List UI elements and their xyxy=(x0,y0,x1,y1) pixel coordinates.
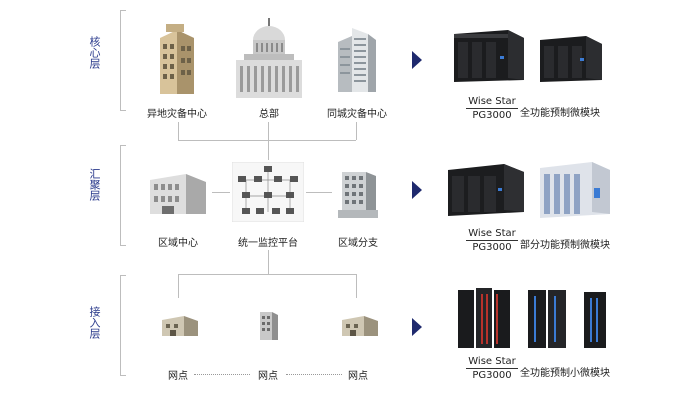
connector xyxy=(212,192,230,193)
node-outlet-3: 网点 xyxy=(348,371,368,382)
brand-name: Wise Star xyxy=(466,96,518,109)
access-bracket xyxy=(120,275,121,375)
brand-name: Wise Star xyxy=(466,356,518,369)
small-micro-module-icon xyxy=(528,290,566,348)
access-bracket-top xyxy=(120,275,126,276)
connector xyxy=(268,250,269,274)
agg-bracket-bottom xyxy=(120,245,126,246)
micro-module-full-icon xyxy=(454,30,524,82)
product-desc-access: 全功能预制小微模块 xyxy=(520,368,610,379)
layer-label-core: 核心层 xyxy=(88,36,101,69)
branch-outlet-icon xyxy=(162,316,198,336)
arrow-right-icon xyxy=(412,181,422,199)
product-desc-core: 全功能预制微模块 xyxy=(520,108,600,119)
node-remote-backup-center: 异地灾备中心 xyxy=(147,109,207,120)
node-outlet-1: 网点 xyxy=(168,371,188,382)
model-name: PG3000 xyxy=(472,110,512,121)
small-micro-module-icon xyxy=(458,288,510,348)
arrow-right-icon xyxy=(412,51,422,69)
layer-label-aggregation: 汇聚层 xyxy=(88,168,101,201)
brand-name: Wise Star xyxy=(466,228,518,241)
node-regional-center: 区域中心 xyxy=(158,238,198,249)
outlet-divider xyxy=(286,374,342,375)
arrow-right-icon xyxy=(412,318,422,336)
node-local-backup-center: 同城灾备中心 xyxy=(327,109,387,120)
headquarters-icon xyxy=(236,18,302,98)
regional-center-icon xyxy=(150,174,206,214)
micro-module-partial-icon xyxy=(448,164,524,216)
micro-module-partial-icon xyxy=(540,162,610,218)
product-brand-core: Wise Star PG3000 xyxy=(462,96,522,121)
product-brand-access: Wise Star PG3000 xyxy=(462,356,522,381)
connector xyxy=(178,274,179,298)
monitoring-platform-icon xyxy=(232,162,304,222)
outlet-divider xyxy=(194,374,250,375)
node-monitoring-platform: 统一监控平台 xyxy=(238,238,298,249)
layer-label-access: 接入层 xyxy=(88,306,101,339)
core-bracket-top xyxy=(120,10,126,11)
model-name: PG3000 xyxy=(472,370,512,381)
small-micro-module-icon xyxy=(584,292,606,348)
product-desc-aggregation: 部分功能预制微模块 xyxy=(520,240,610,251)
micro-module-full-icon xyxy=(540,36,602,82)
node-headquarters: 总部 xyxy=(259,109,279,120)
connector xyxy=(356,274,357,298)
connector xyxy=(356,122,357,140)
connector xyxy=(178,274,356,275)
access-bracket-bottom xyxy=(120,375,126,376)
core-bracket xyxy=(120,10,121,110)
connector xyxy=(178,122,179,140)
model-name: PG3000 xyxy=(472,242,512,253)
node-outlet-2: 网点 xyxy=(258,371,278,382)
core-bracket-bottom xyxy=(120,110,126,111)
branch-outlet-icon xyxy=(342,316,378,336)
connector xyxy=(178,140,356,141)
product-brand-aggregation: Wise Star PG3000 xyxy=(462,228,522,253)
regional-branch-icon xyxy=(338,172,378,218)
agg-bracket-top xyxy=(120,145,126,146)
local-backup-center-icon xyxy=(338,28,376,92)
branch-outlet-icon xyxy=(260,312,278,340)
connector xyxy=(268,122,269,160)
node-regional-branch: 区域分支 xyxy=(338,238,378,249)
agg-bracket xyxy=(120,145,121,245)
connector xyxy=(306,192,332,193)
remote-backup-center-icon xyxy=(160,24,194,94)
